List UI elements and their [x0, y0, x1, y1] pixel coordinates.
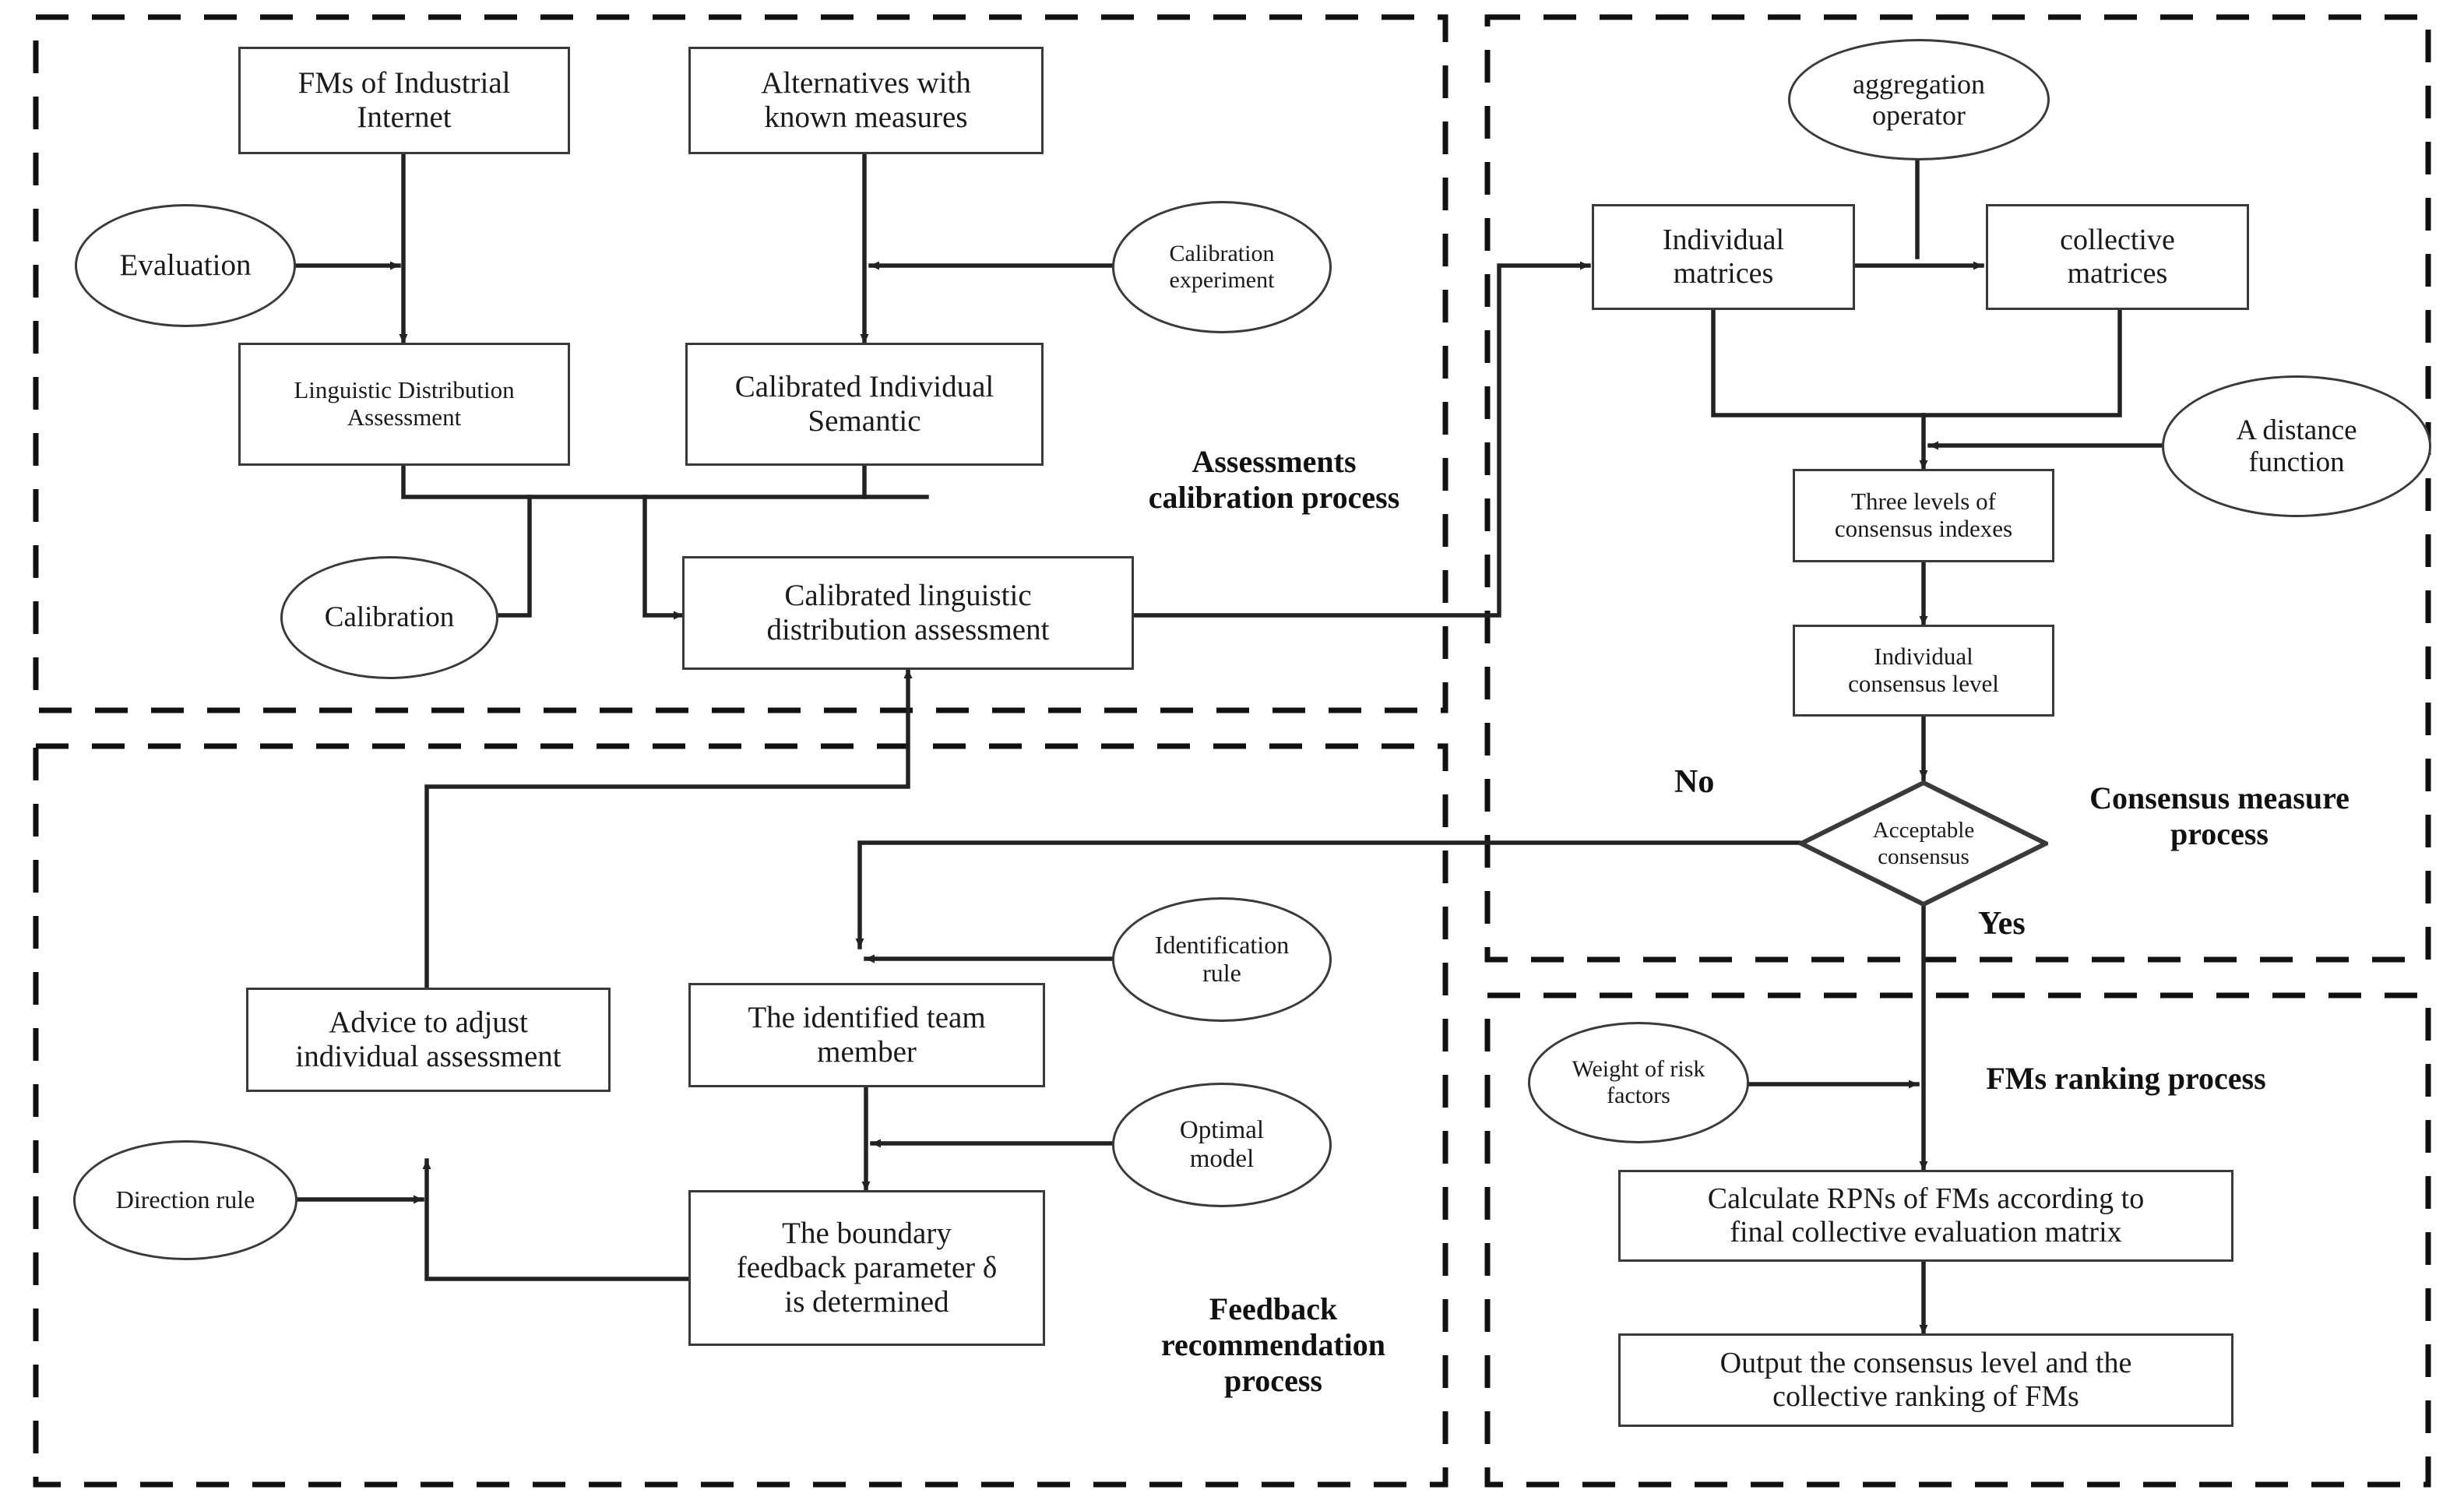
- edge-individual-to-bus2: [1711, 308, 1926, 417]
- node-aggregation-operator[interactable]: aggregation operator: [1788, 39, 2050, 160]
- node-acceptable-consensus[interactable]: Acceptable consensus: [1799, 780, 2048, 907]
- node-calibration-experiment[interactable]: Calibration experiment: [1112, 201, 1332, 333]
- edge-lda-to-bus: [401, 463, 929, 499]
- group-label-ranking: FMs ranking process: [1986, 1061, 2266, 1096]
- node-calibrated-individual-semantic[interactable]: Calibrated Individual Semantic: [685, 343, 1044, 466]
- edge-collective-to-bus2: [1921, 308, 2122, 417]
- node-calculate-rpns-of-fms[interactable]: Calculate RPNs of FMs according to final…: [1618, 1170, 2233, 1262]
- edge-clda-to-individual-matrices: [1133, 261, 1591, 618]
- node-advice-to-adjust-individual-assessment[interactable]: Advice to adjust individual assessment: [246, 988, 611, 1092]
- edge-diamond-no-to-feedback: [855, 840, 1801, 949]
- group-label-assessments: Assessments calibration process: [1148, 444, 1400, 515]
- node-identification-rule[interactable]: Identification rule: [1112, 897, 1332, 1022]
- node-individual-matrices[interactable]: Individual matrices: [1592, 204, 1855, 310]
- group-frame-feedback: [33, 743, 1448, 1488]
- group-label-feedback: Feedback recommendation process: [1160, 1291, 1386, 1398]
- node-alternatives-with-known-measures[interactable]: Alternatives with known measures: [688, 47, 1044, 154]
- edge-advice-to-clda: [424, 667, 913, 990]
- node-boundary-feedback-parameter[interactable]: The boundary feedback parameter δ is det…: [688, 1190, 1045, 1346]
- node-three-levels-of-consensus-indexes[interactable]: Three levels of consensus indexes: [1793, 469, 2054, 562]
- node-linguistic-distribution-assessment[interactable]: Linguistic Distribution Assessment: [238, 343, 570, 466]
- node-individual-consensus-level[interactable]: Individual consensus level: [1793, 625, 2054, 717]
- group-frame-ranking: [1484, 992, 2431, 1488]
- node-direction-rule[interactable]: Direction rule: [73, 1140, 297, 1260]
- node-the-identified-team-member[interactable]: The identified team member: [688, 983, 1045, 1087]
- node-collective-matrices[interactable]: collective matrices: [1986, 204, 2249, 310]
- diamond-shape: [1799, 780, 2048, 907]
- edge-bus-to-calibration: [493, 495, 532, 618]
- edge-bus-to-clda: [642, 495, 685, 620]
- node-evaluation[interactable]: Evaluation: [75, 204, 296, 327]
- node-a-distance-function[interactable]: A distance function: [2162, 375, 2431, 517]
- group-frame-assessments: [33, 14, 1448, 713]
- node-output-consensus-level-and-ranking[interactable]: Output the consensus level and the colle…: [1618, 1333, 2233, 1427]
- node-calibration[interactable]: Calibration: [280, 556, 498, 679]
- group-frame-consensus: [1484, 14, 2431, 963]
- node-fms-of-industrial-internet[interactable]: FMs of Industrial Internet: [238, 47, 570, 154]
- node-calibrated-linguistic-distribution-assessment[interactable]: Calibrated linguistic distribution asses…: [682, 556, 1134, 670]
- edge-label-no: No: [1674, 764, 1715, 800]
- edge-bfp-to-advice: [422, 1158, 691, 1281]
- node-weight-of-risk-factors[interactable]: Weight of risk factors: [1528, 1022, 1749, 1143]
- edge-label-yes: Yes: [1978, 906, 2026, 942]
- group-label-consensus: Consensus measure process: [2089, 780, 2350, 851]
- node-optimal-model[interactable]: Optimal model: [1112, 1083, 1332, 1207]
